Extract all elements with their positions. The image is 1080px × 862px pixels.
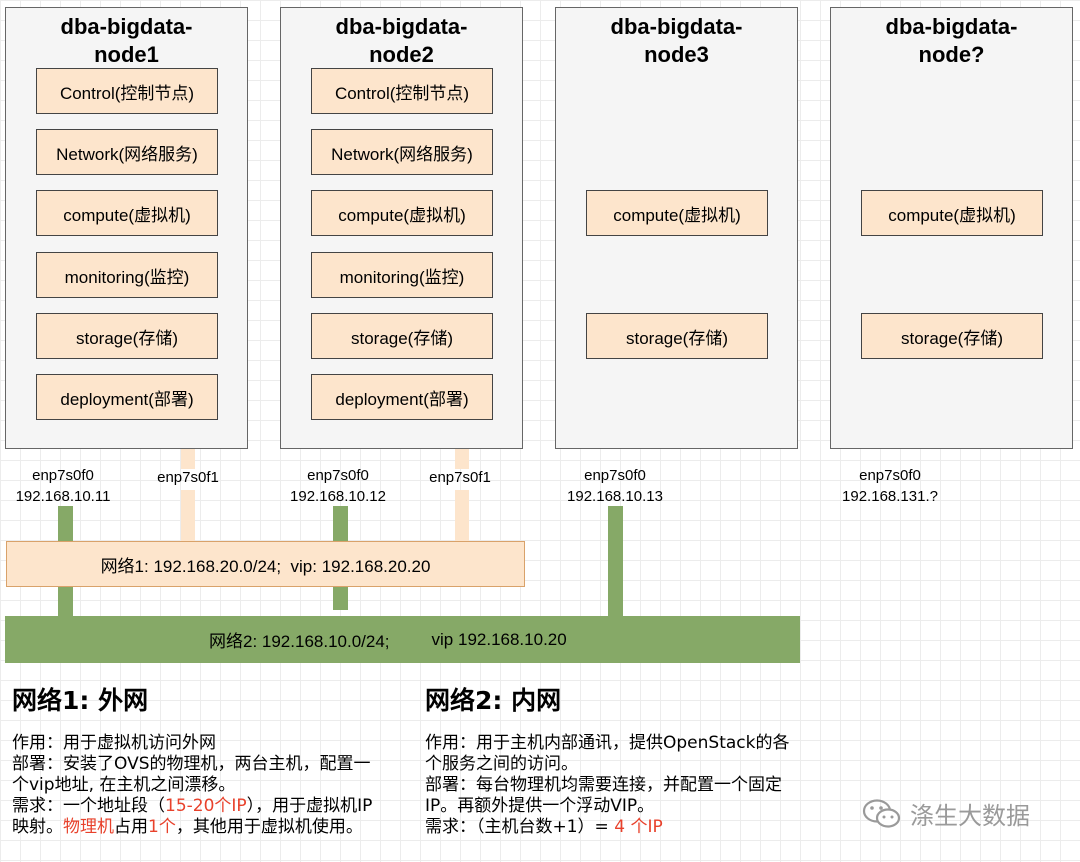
nic-name: enp7s0f0 — [32, 467, 94, 484]
nic-label-node1-f0: enp7s0f0 192.168.10.11 — [8, 465, 118, 507]
network-2-cidr: 网络2: 192.168.10.0/24; — [209, 632, 390, 651]
nic-ip: 192.168.131.? — [842, 488, 938, 505]
network-2-bar: 网络2: 192.168.10.0/24; vip 192.168.10.20 — [5, 616, 800, 663]
service-storage: storage(存储) — [36, 313, 218, 359]
section-1-need: 需求：一个地址段（15-20个IP），用于虚拟机IP映射。物理机占用1个，其他用… — [12, 796, 373, 837]
service-deployment: deployment(部署) — [36, 374, 218, 420]
service-compute: compute(虚拟机) — [36, 190, 218, 236]
link-node1-f1 — [181, 490, 195, 541]
nic-label-node2-f0: enp7s0f0 192.168.10.12 — [283, 465, 393, 507]
section-1-title: 网络1: 外网 — [12, 686, 149, 715]
section-2-need: 需求：（主机台数+1）= 4 个IP — [425, 817, 663, 837]
link-node3-f0 — [608, 506, 623, 616]
section-1-deploy: 部署：安装了OVS的物理机，两台主机，配置一个vip地址, 在主机之间漂移。 — [12, 754, 371, 795]
nic-name: enp7s0f1 — [429, 469, 491, 486]
section-2-deploy: 部署：每台物理机均需要连接，并配置一个固定IP。再额外提供一个浮动VIP。 — [425, 775, 782, 816]
service-compute: compute(虚拟机) — [861, 190, 1043, 236]
node-unknown: dba-bigdata- node? compute(虚拟机) storage(… — [830, 7, 1073, 449]
service-monitoring: monitoring(监控) — [311, 252, 493, 298]
network-1-bar: 网络1: 192.168.20.0/24; vip: 192.168.20.20 — [6, 541, 525, 587]
service-compute: compute(虚拟机) — [311, 190, 493, 236]
nic-label-node3-f0: enp7s0f0 192.168.10.13 — [560, 465, 670, 507]
service-storage: storage(存储) — [311, 313, 493, 359]
nic-ip: 192.168.10.12 — [290, 488, 386, 505]
node-3: dba-bigdata- node3 compute(虚拟机) storage(… — [555, 7, 798, 449]
watermark: 涤生大数据 — [862, 796, 1030, 831]
link-node1-f1 — [181, 449, 195, 469]
nic-ip: 192.168.10.13 — [567, 488, 663, 505]
node-2: dba-bigdata- node2 Control(控制节点) Network… — [280, 7, 523, 449]
section-1-body: 作用：用于虚拟机访问外网 部署：安装了OVS的物理机，两台主机，配置一个vip地… — [12, 733, 387, 838]
service-deployment: deployment(部署) — [311, 374, 493, 420]
service-storage: storage(存储) — [586, 313, 768, 359]
node-title: dba-bigdata- node3 — [610, 14, 743, 67]
section-2-title: 网络2: 内网 — [425, 686, 562, 715]
wechat-icon — [862, 798, 901, 828]
service-monitoring: monitoring(监控) — [36, 252, 218, 298]
section-2-purpose: 作用：用于主机内部通讯，提供OpenStack的各个服务之间的访问。 — [425, 733, 790, 774]
node-title: dba-bigdata- node1 — [60, 14, 193, 67]
node-1: dba-bigdata- node1 Control(控制节点) Network… — [5, 7, 248, 449]
service-compute: compute(虚拟机) — [586, 190, 768, 236]
nic-label-node1-f1: enp7s0f1 — [133, 467, 243, 488]
service-control: Control(控制节点) — [311, 68, 493, 114]
section-1-purpose: 作用：用于虚拟机访问外网 — [12, 733, 216, 753]
service-storage: storage(存储) — [861, 313, 1043, 359]
nic-name: enp7s0f0 — [307, 467, 369, 484]
service-control: Control(控制节点) — [36, 68, 218, 114]
network-2-vip: vip 192.168.10.20 — [431, 629, 567, 649]
section-2-body: 作用：用于主机内部通讯，提供OpenStack的各个服务之间的访问。 部署：每台… — [425, 733, 800, 838]
service-network: Network(网络服务) — [36, 129, 218, 175]
service-network: Network(网络服务) — [311, 129, 493, 175]
nic-name: enp7s0f0 — [584, 467, 646, 484]
nic-ip: 192.168.10.11 — [15, 488, 111, 505]
node-title: dba-bigdata- node2 — [335, 14, 468, 67]
nic-name: enp7s0f1 — [157, 469, 219, 486]
nic-name: enp7s0f0 — [859, 467, 921, 484]
link-node2-f1 — [455, 449, 469, 469]
node-title: dba-bigdata- node? — [885, 14, 1018, 67]
watermark-text: 涤生大数据 — [910, 802, 1030, 830]
nic-label-node2-f1: enp7s0f1 — [405, 467, 515, 488]
nic-label-node-unknown-f0: enp7s0f0 192.168.131.? — [830, 465, 950, 507]
link-node2-f1 — [455, 490, 469, 541]
